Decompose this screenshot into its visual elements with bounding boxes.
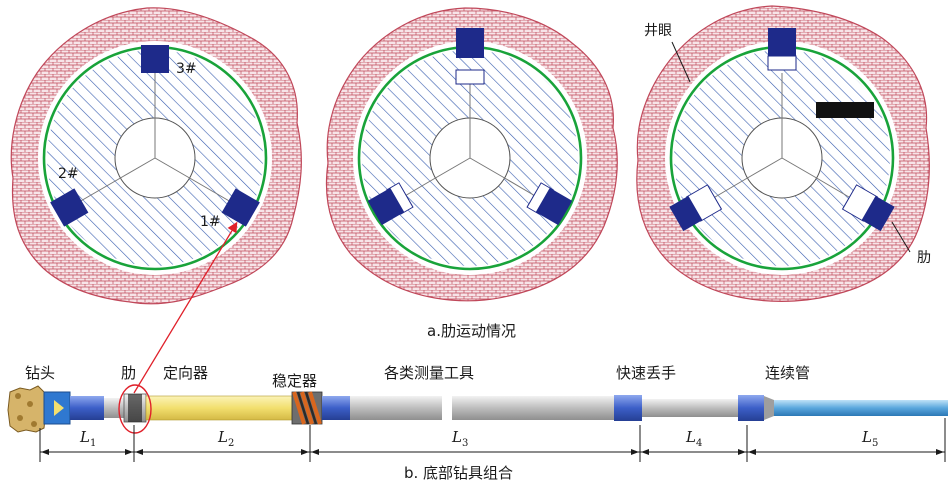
orienter <box>145 395 293 421</box>
rib-highlight-ellipse <box>118 384 152 434</box>
label-rib: 肋 <box>121 364 136 382</box>
rib-outline <box>455 69 485 85</box>
cross-section-2 <box>325 7 618 302</box>
rib-label-1: 1# <box>200 214 221 230</box>
dim-l4: L4 <box>685 428 702 449</box>
label-quick-release: 快速丢手 <box>616 364 676 382</box>
rib-label: 肋 <box>917 250 931 266</box>
cross-section-3 <box>636 5 930 302</box>
rib-pad-3 <box>141 45 169 73</box>
dim-l1: L1 <box>79 428 96 449</box>
dim-l5: L5 <box>861 428 878 449</box>
caption-a: a.肋运动情况 <box>427 322 516 340</box>
label-stabilizer: 稳定器 <box>272 372 317 390</box>
quick-release <box>642 399 738 417</box>
label-drill-bit: 钻头 <box>25 364 55 382</box>
wellbore-label: 井眼 <box>644 23 672 39</box>
label-orienter: 定向器 <box>163 364 208 382</box>
rib-pad-2 <box>50 188 89 227</box>
measurement-tool-b <box>452 396 614 420</box>
rib-leader <box>891 221 911 253</box>
drill-bit <box>7 385 71 433</box>
rib-label-3: 3# <box>176 61 197 77</box>
dimension-lines <box>39 418 946 462</box>
stabilizer <box>291 391 323 425</box>
coiled-tubing <box>774 400 948 416</box>
dim-l2: L2 <box>217 428 234 449</box>
rib-pad-1 <box>221 188 260 227</box>
measurement-tool-a <box>350 396 442 420</box>
caption-b: b. 底部钻具组合 <box>404 464 513 482</box>
redaction-bar <box>816 102 874 118</box>
label-coiled-tubing: 连续管 <box>765 364 810 382</box>
dim-l3: L3 <box>451 428 468 449</box>
wellbore-leader <box>671 41 691 83</box>
label-measurement-tools: 各类测量工具 <box>384 364 474 382</box>
cross-section-1 <box>10 7 302 305</box>
rib-pad <box>456 28 484 58</box>
dimension-labels: L1 L2 L3 L4 L5 <box>79 428 878 449</box>
rib-label-2: 2# <box>58 166 79 182</box>
bha-assembly <box>7 385 948 433</box>
rib-callout-arrow <box>133 221 238 394</box>
